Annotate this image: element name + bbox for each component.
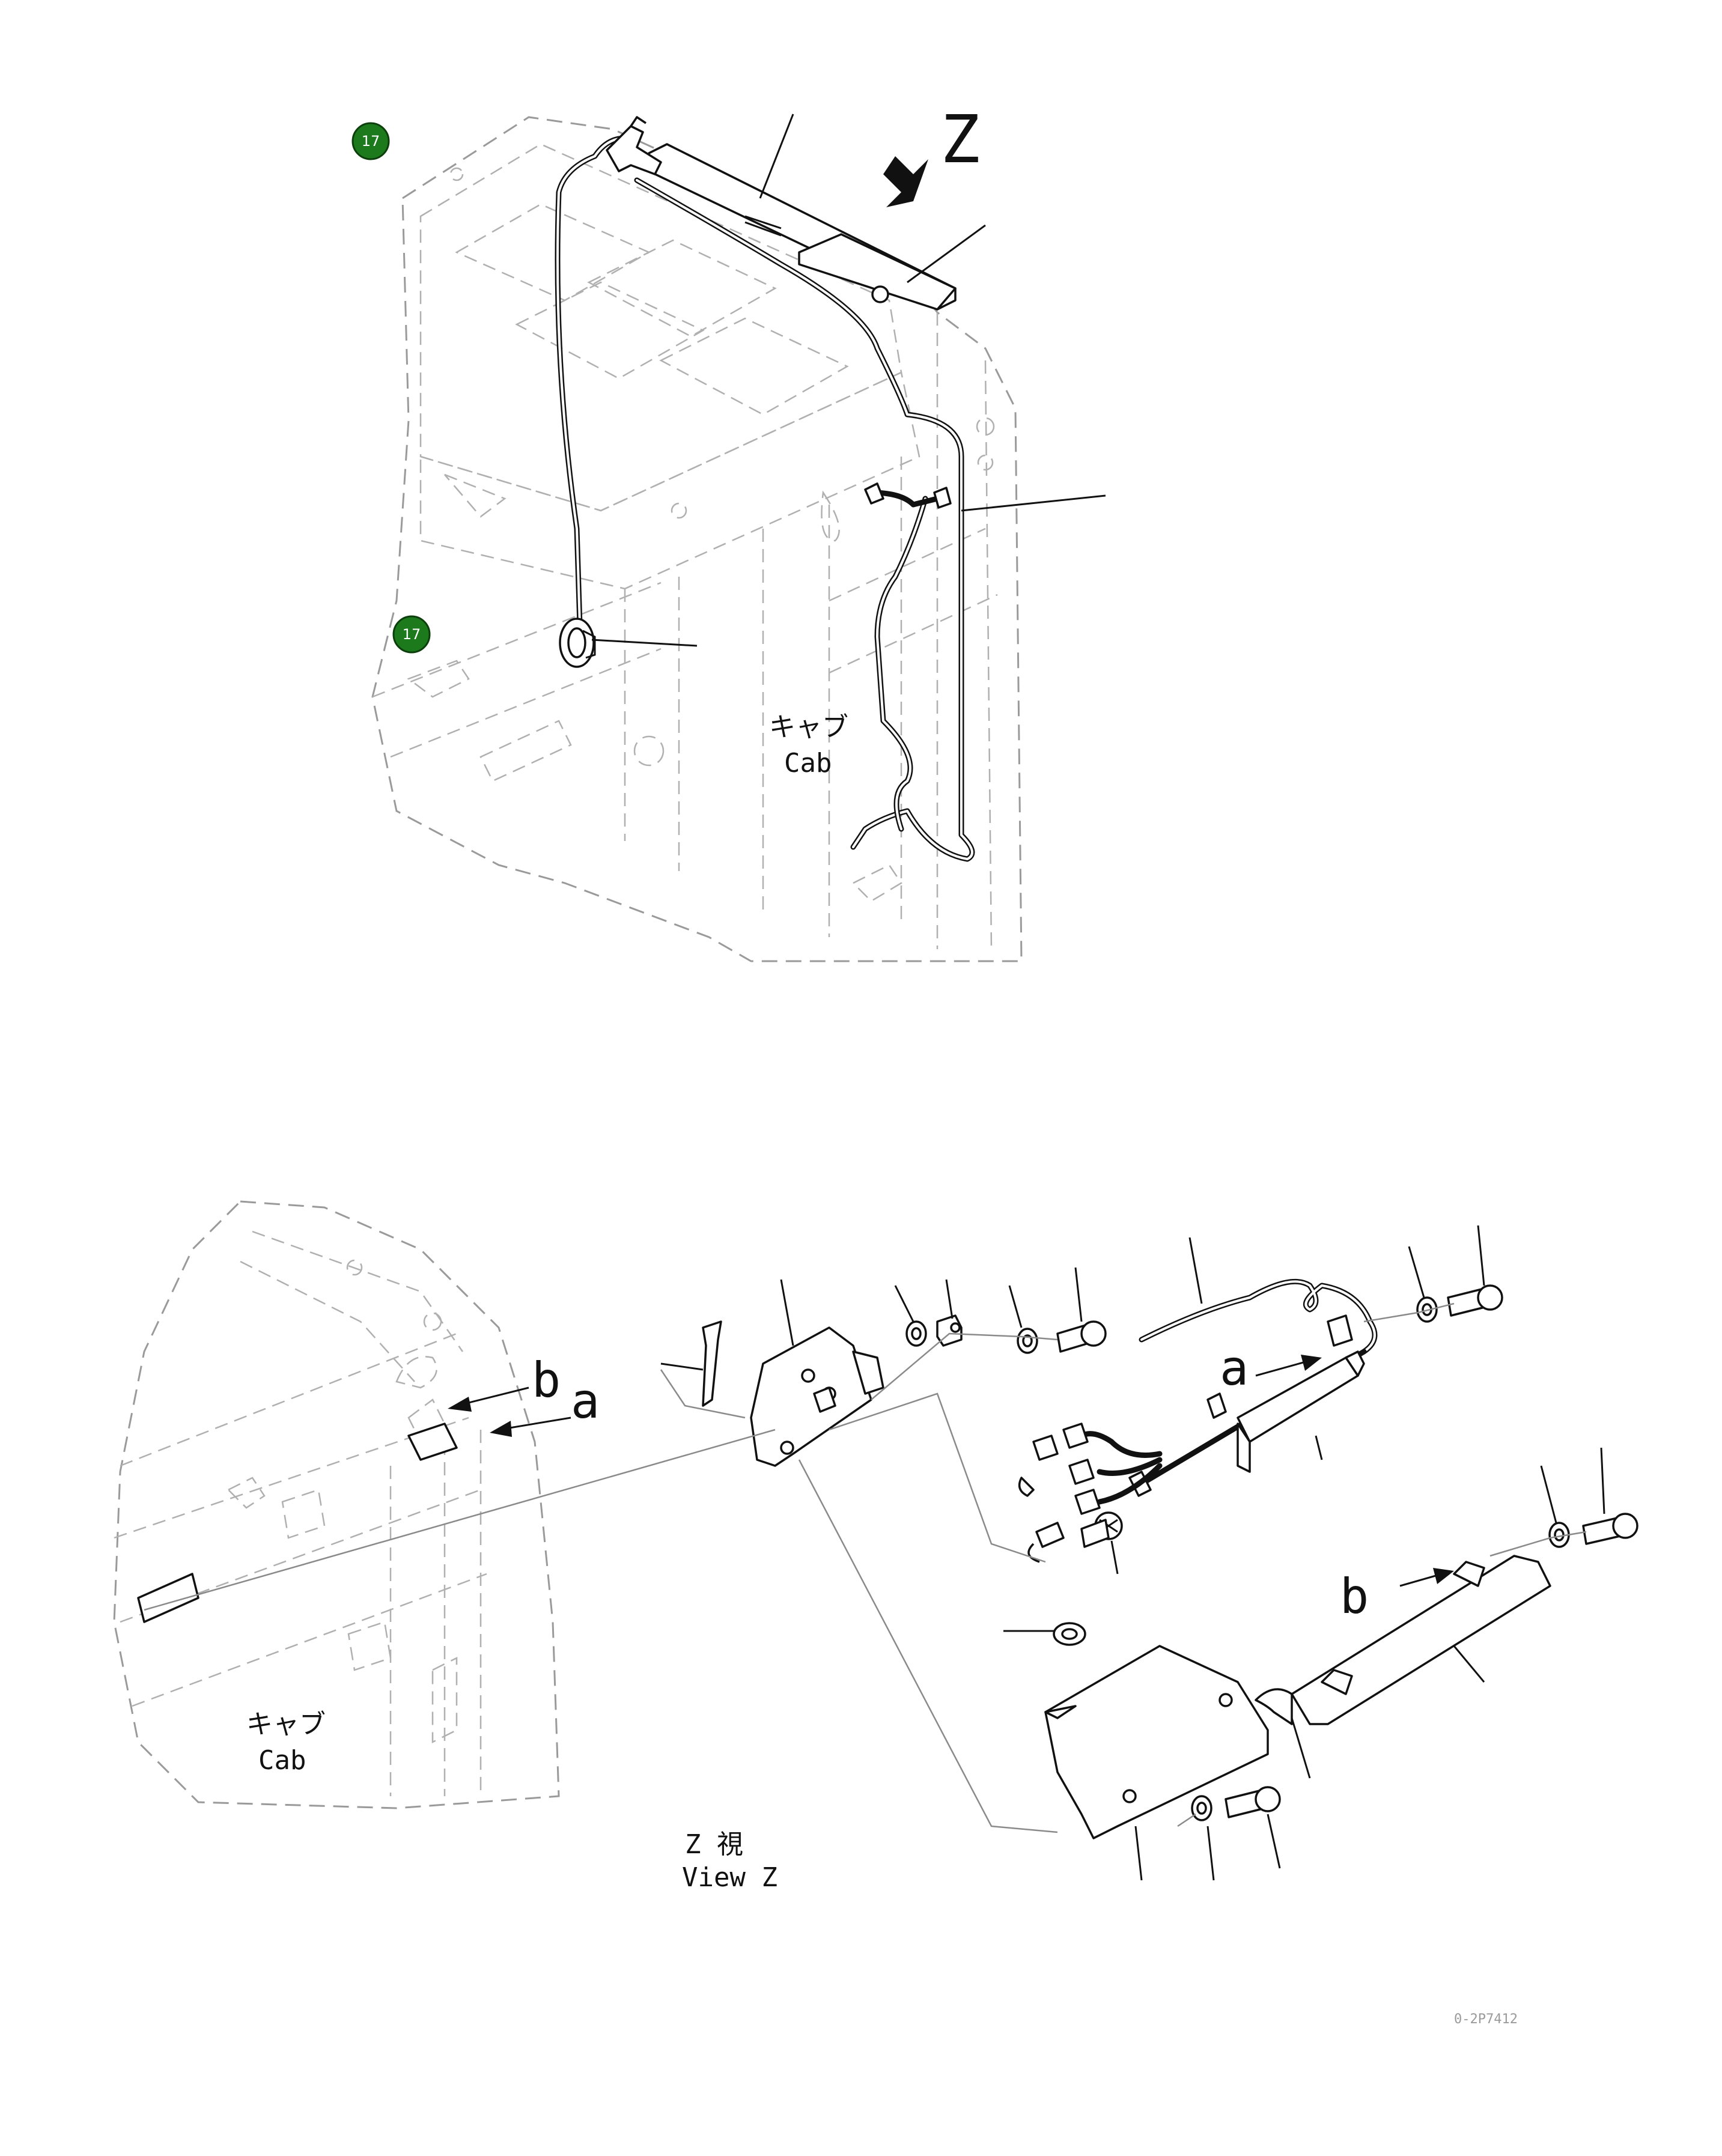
view-label-jp: Z 視 — [685, 1829, 743, 1860]
view-z-detail — [113, 1200, 1638, 1881]
cab-label-jp-top: キャブ — [769, 712, 848, 742]
reference-number: 0-2P7412 — [1454, 2012, 1518, 2027]
view-label-en: View Z — [682, 1862, 777, 1893]
mark-a-left: a — [571, 1373, 600, 1429]
callout-badge[interactable]: 17 — [351, 122, 390, 160]
cab-label-en-bottom: Cab — [258, 1745, 306, 1776]
mark-a-right: a — [1220, 1340, 1249, 1396]
svg-text:17: 17 — [362, 133, 380, 150]
cab-label-en-top: Cab — [784, 748, 832, 779]
mark-b-right: b — [1340, 1568, 1369, 1624]
view-z-arrow-icon — [883, 156, 928, 207]
callout-badge[interactable]: 17 — [392, 615, 431, 654]
mark-b-left: b — [532, 1352, 561, 1408]
svg-text:17: 17 — [403, 626, 421, 643]
cab-label-jp-bottom: キャブ — [246, 1709, 326, 1740]
view-arrow-letter: Z — [940, 101, 980, 178]
cab-top-view — [371, 114, 1106, 962]
